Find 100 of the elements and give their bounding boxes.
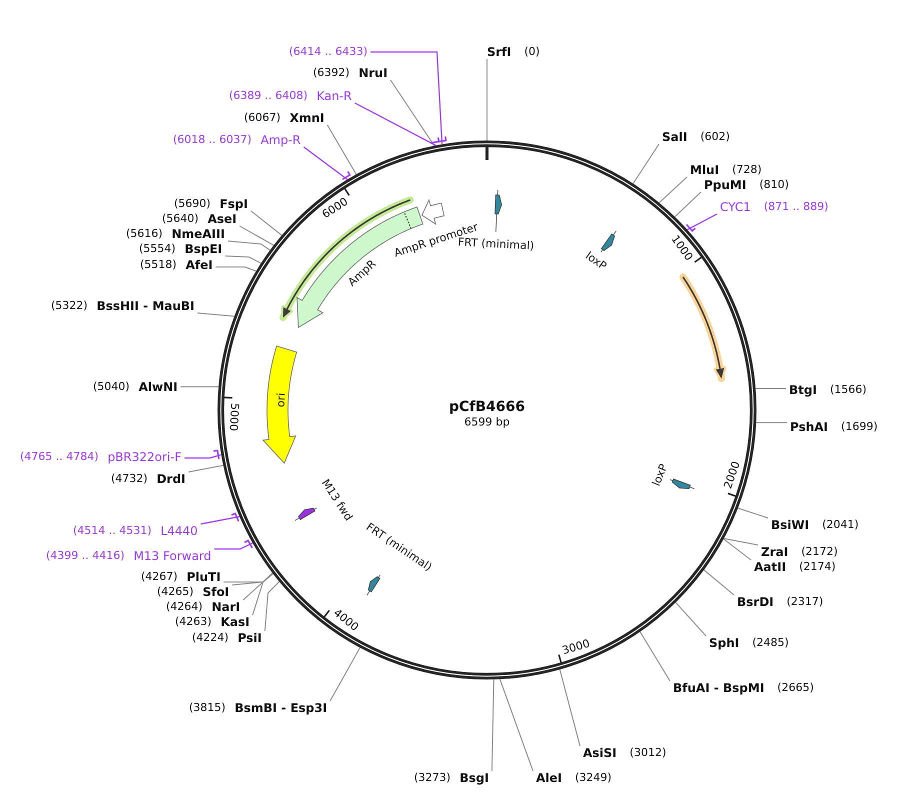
- enzyme-name: AsiSI: [583, 746, 617, 760]
- cut-site-position: (5322): [51, 299, 88, 313]
- leader-line: [197, 312, 235, 317]
- enzyme-name: NruI: [358, 66, 388, 80]
- cut-site-position: (4265): [157, 585, 194, 599]
- leader-line: [184, 454, 222, 459]
- enzyme-name: AlwNI: [138, 380, 178, 394]
- leader-line: [214, 542, 253, 550]
- primer-binding-range: (6389 .. 6408): [229, 89, 308, 103]
- scale-label: 5000: [228, 402, 240, 432]
- cut-site-position: (5640): [162, 212, 199, 226]
- cut-site-position: (602): [700, 130, 730, 144]
- primer-binding-range: (871 .. 889): [764, 200, 828, 214]
- leader-line: [224, 256, 262, 264]
- enzyme-name: PpuMI: [704, 178, 746, 192]
- cut-site-position: (2174): [799, 560, 836, 574]
- cut-site-position: (4263): [175, 615, 212, 629]
- enzyme-name: AatII: [754, 560, 786, 574]
- cut-site-position: (4224): [192, 631, 229, 645]
- cut-site-position: (6392): [313, 66, 350, 80]
- primer-binding-range: (4399 .. 4416): [46, 549, 125, 563]
- leader-line: [330, 647, 360, 702]
- primer-binding-range: (4765 .. 4784): [20, 450, 99, 464]
- cut-site-position: (3249): [575, 771, 612, 785]
- leader-line: [252, 573, 274, 616]
- enzyme-name: SalI: [662, 130, 688, 144]
- leader-line: [632, 144, 660, 184]
- cut-site-position: (4267): [141, 570, 178, 584]
- cut-site-position: (0): [524, 45, 540, 59]
- enzyme-name: BsrDI: [737, 595, 774, 609]
- cut-site-position: (2317): [786, 595, 824, 609]
- feature-label: ori: [275, 392, 287, 408]
- leader-line: [738, 508, 768, 518]
- leader-line: [390, 80, 435, 146]
- enzyme-name: PshAI: [790, 420, 828, 434]
- enzyme-name: BfuAI - BspMI: [673, 681, 764, 695]
- plasmid-name: pCfB4666: [448, 400, 526, 414]
- cut-site-position: (3273): [414, 771, 451, 785]
- enzyme-name: PluTI: [186, 570, 221, 584]
- cut-site-position: (1699): [841, 420, 878, 434]
- leader-line: [674, 192, 702, 218]
- enzyme-name: ZraI: [761, 545, 788, 559]
- enzyme-name: MluI: [690, 163, 720, 177]
- enzyme-name: BsmBI - Esp3I: [234, 701, 328, 715]
- primer-name: Amp-R: [260, 133, 301, 147]
- enzyme-name: AseI: [208, 212, 237, 226]
- primer-name: L4440: [160, 524, 198, 538]
- enzyme-name: PsiI: [238, 631, 262, 645]
- enzyme-name: KasI: [220, 615, 250, 629]
- enzyme-name: NmeAIII: [172, 227, 225, 241]
- leader-line: [326, 124, 357, 175]
- leader-line: [200, 516, 240, 525]
- enzyme-name: SphI: [709, 636, 740, 650]
- cut-site-position: (3012): [630, 746, 666, 760]
- plasmid-size: 6599 bp: [464, 416, 510, 428]
- enzyme-name: AleI: [536, 771, 562, 785]
- cut-site-position: (5690): [174, 197, 211, 211]
- primer-name: M13 Forward: [134, 549, 212, 563]
- leader-line: [370, 51, 443, 144]
- feature-label: loxP: [584, 250, 608, 272]
- enzyme-name: BspEI: [184, 242, 222, 256]
- leader-line: [264, 581, 280, 632]
- leader-line: [242, 573, 274, 600]
- leader-line: [723, 538, 752, 560]
- scale-label: 3000: [561, 638, 592, 656]
- primer-name: Kan-R: [316, 89, 352, 103]
- primer-binding-range: (6018 .. 6037): [173, 133, 252, 147]
- leader-line: [223, 572, 273, 582]
- primer-name: CYC1: [720, 200, 751, 214]
- primer-binding-range: (4514 .. 4531): [73, 524, 152, 538]
- leader-line: [703, 569, 734, 596]
- leader-line: [354, 102, 436, 146]
- cut-site-position: (3815): [189, 701, 226, 715]
- feature-label: loxP: [650, 462, 670, 488]
- leader-line: [640, 631, 670, 682]
- leader-line: [723, 538, 758, 546]
- enzyme-name: SrfI: [487, 45, 512, 59]
- enzyme-name: BtgI: [789, 383, 817, 397]
- cut-site-position: (1566): [830, 383, 867, 397]
- leader-line: [215, 266, 257, 272]
- leader-line: [250, 210, 282, 236]
- enzyme-name: BsgI: [460, 771, 489, 785]
- enzyme-name: NarI: [212, 600, 240, 614]
- cut-site-position: (5616): [126, 227, 163, 241]
- cut-site-position: (728): [732, 163, 762, 177]
- enzyme-name: DrdI: [156, 472, 186, 486]
- leader-line: [188, 464, 224, 472]
- cut-site-position: (2041): [822, 518, 859, 532]
- enzyme-name: BssHII - MauBI: [96, 299, 195, 313]
- enzyme-name: SfoI: [202, 585, 230, 599]
- leader-line: [756, 422, 788, 424]
- primer-binding-range: (6414 .. 6433): [289, 45, 368, 59]
- leader-line: [486, 58, 488, 141]
- leader-line: [227, 240, 270, 251]
- cut-site-position: (2172): [801, 545, 838, 559]
- primer-name: pBR322ori-F: [108, 450, 182, 464]
- cut-site-position: (5554): [139, 242, 176, 256]
- leader-line: [658, 176, 688, 204]
- cut-site-position: (2485): [752, 636, 789, 650]
- enzyme-name: BsiWI: [771, 518, 810, 532]
